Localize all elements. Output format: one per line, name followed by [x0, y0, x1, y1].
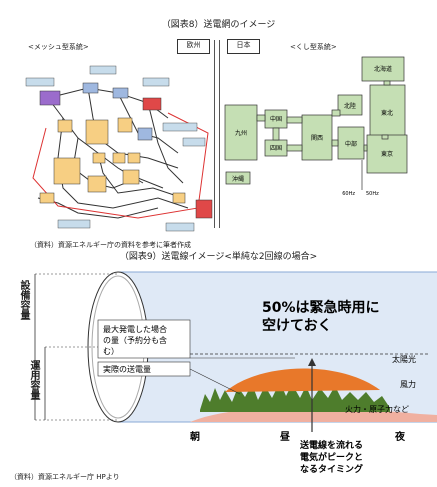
- label-night: 夜: [394, 430, 406, 443]
- region-hokuriku: [337, 94, 363, 116]
- japan-box: 日本: [227, 39, 260, 54]
- operation-capacity-text: 運用容量: [28, 360, 39, 400]
- max-gen-line2: の量（予約分も含: [103, 335, 167, 345]
- divider-line: [219, 40, 220, 228]
- mesh-node: [195, 199, 213, 219]
- mesh-network-diagram: [25, 65, 213, 232]
- label-hokkaido: 北海道: [374, 65, 392, 73]
- wind-area: [200, 382, 390, 412]
- mesh-node: [92, 152, 106, 164]
- mesh-node: [112, 87, 129, 99]
- mesh-node: [137, 127, 153, 141]
- comb-grid-label: <くし型系統>: [290, 43, 337, 51]
- label-tohoku: 東北: [381, 109, 393, 117]
- max-gen-line1: 最大発電した場合: [103, 324, 167, 334]
- solar-area: [225, 368, 380, 392]
- label-shikoku: 四国: [270, 145, 282, 152]
- max-gen-line3: む）: [103, 347, 119, 356]
- label-noon: 昼: [280, 431, 290, 443]
- mesh-node: [82, 82, 99, 94]
- comb-network-diagram: 九州 中国 四国 関西 北陸 中部 東北 東京 北海道 沖縄 60Hz 50Hz: [224, 56, 408, 197]
- label-kansai: 関西: [311, 135, 323, 142]
- europe-label: 欧州: [186, 41, 201, 49]
- operation-capacity-label: 運用容量: [28, 360, 40, 400]
- mesh-node: [122, 169, 140, 185]
- region-kyushu: [224, 104, 258, 161]
- equipment-capacity-label: 設備容量: [18, 280, 30, 320]
- label-tokyo: 東京: [381, 150, 393, 158]
- mesh-node: [57, 119, 73, 133]
- label-chugoku: 中国: [270, 115, 282, 123]
- mesh-node: [39, 192, 55, 204]
- label-hokuriku: 北陸: [344, 102, 356, 110]
- peak-line3: なるタイミング: [300, 463, 363, 475]
- equipment-capacity-text: 設備容量: [18, 280, 29, 320]
- label-morning: 朝: [190, 430, 200, 443]
- figure9-source: （資料）資源エネルギー庁 HPより: [10, 473, 120, 481]
- mesh-node: [53, 157, 81, 185]
- mesh-node: [112, 152, 126, 164]
- figure8-source: （資料）資源エネルギー庁の資料を参考に筆者作成: [30, 241, 191, 249]
- mesh-node: [172, 192, 186, 204]
- region-okinawa: [225, 171, 251, 185]
- figure8-title: （図表8）送電網のイメージ: [161, 20, 276, 30]
- europe-box: 欧州: [177, 39, 210, 54]
- mesh-node: [127, 152, 141, 164]
- label-okinawa: 沖縄: [232, 175, 244, 183]
- transmission-line-diagram: 50%は緊急時用に 空けておく 最大発電した場合 の量（予約分も含 む） 実際の…: [34, 271, 437, 475]
- emergency-text-line2: 空けておく: [262, 317, 332, 334]
- label-chubu: 中部: [345, 140, 357, 148]
- peak-line1: 送電線を流れる: [299, 439, 363, 451]
- solar-label: 太陽光: [392, 354, 416, 364]
- mesh-node: [142, 97, 162, 111]
- region-kansai: [301, 114, 333, 161]
- thermal-label: 火力・原子力など: [345, 404, 409, 414]
- wind-label: 風力: [400, 379, 416, 389]
- mesh-node: [85, 119, 109, 145]
- label-50hz: 50Hz: [366, 191, 379, 197]
- label-kyushu: 九州: [235, 129, 247, 137]
- mesh-node: [87, 175, 107, 193]
- japan-label: 日本: [236, 41, 251, 49]
- peak-line2: 電気がピークと: [300, 451, 363, 463]
- mesh-node: [117, 117, 133, 133]
- figure9-title: （図表9）送電線イメージ<単純な2回線の場合>: [119, 252, 318, 262]
- region-chubu: [337, 126, 365, 160]
- mesh-grid-label: <メッシュ型系統>: [28, 43, 89, 51]
- region-hokkaido: [361, 56, 405, 82]
- emergency-text-line1: 50%は緊急時用に: [262, 299, 380, 316]
- divider-line: [214, 40, 215, 228]
- mesh-node: [39, 90, 61, 106]
- label-60hz: 60Hz: [342, 191, 355, 197]
- actual-transmission-label: 実際の送電量: [103, 364, 151, 374]
